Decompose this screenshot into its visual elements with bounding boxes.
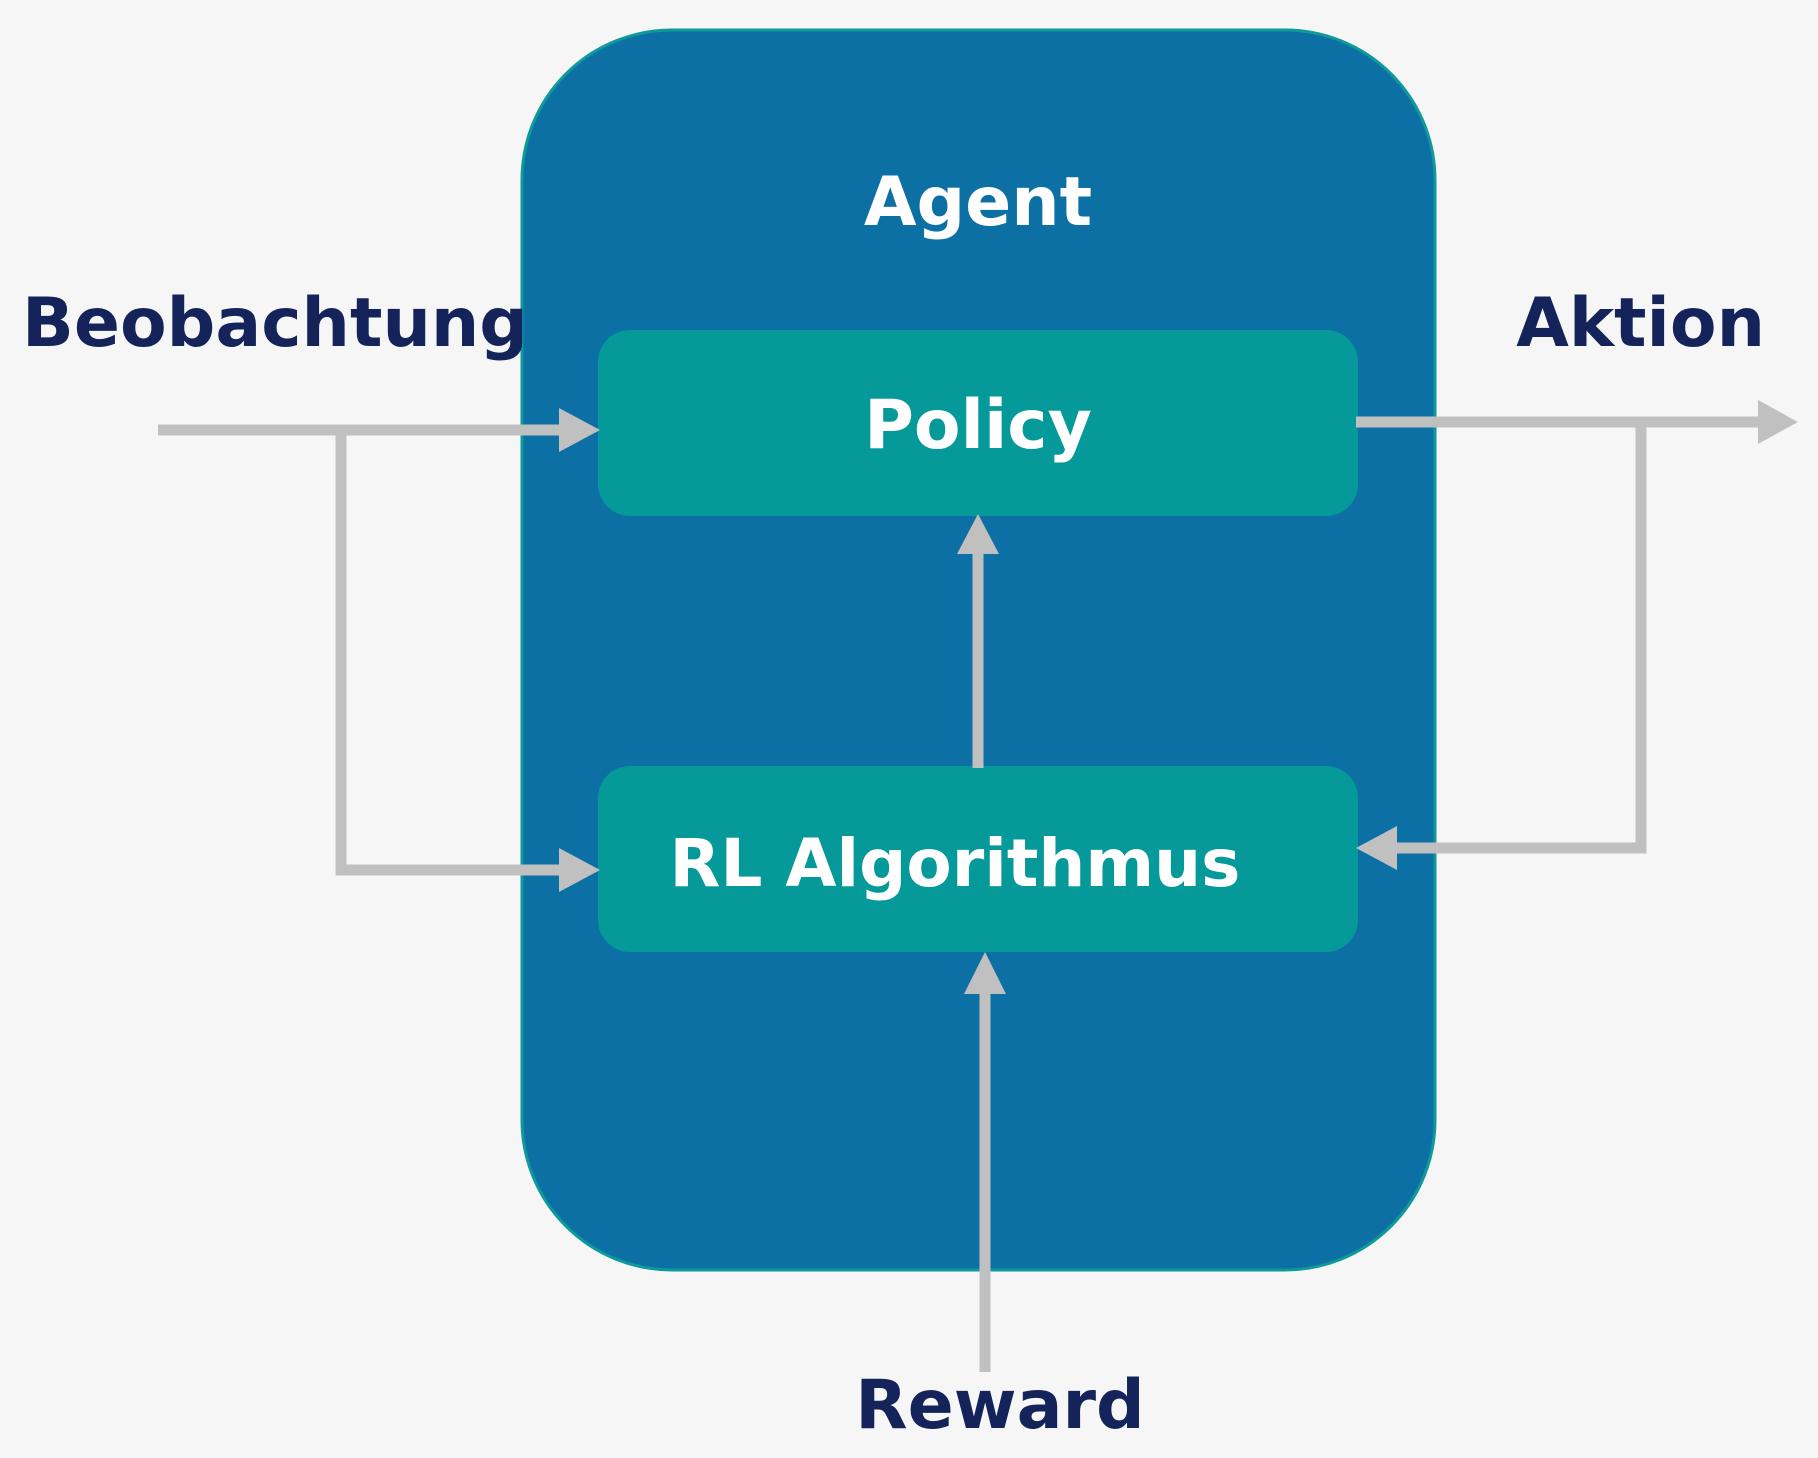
reward-arrowhead (964, 952, 1006, 994)
observation-to-rl-arrowhead (559, 848, 600, 892)
rl-to-policy-arrowhead (957, 514, 999, 554)
agent-title: Agent (864, 163, 1092, 242)
action-label: Aktion (1516, 284, 1765, 363)
action-feedback-connector (1397, 422, 1647, 854)
policy-to-action-arrowhead (1758, 400, 1798, 444)
observation-to-rl-connector (335, 430, 559, 876)
policy-box (598, 330, 1358, 516)
policy-label: Policy (864, 386, 1092, 465)
rl-algorithm-label: RL Algorithmus (670, 825, 1241, 902)
observation-label: Beobachtung (22, 284, 528, 363)
action-feedback-arrowhead (1356, 826, 1397, 870)
rl-algorithm-box (598, 766, 1358, 952)
reward-label: Reward (855, 1366, 1144, 1445)
observation-to-policy-arrowhead (559, 408, 600, 452)
